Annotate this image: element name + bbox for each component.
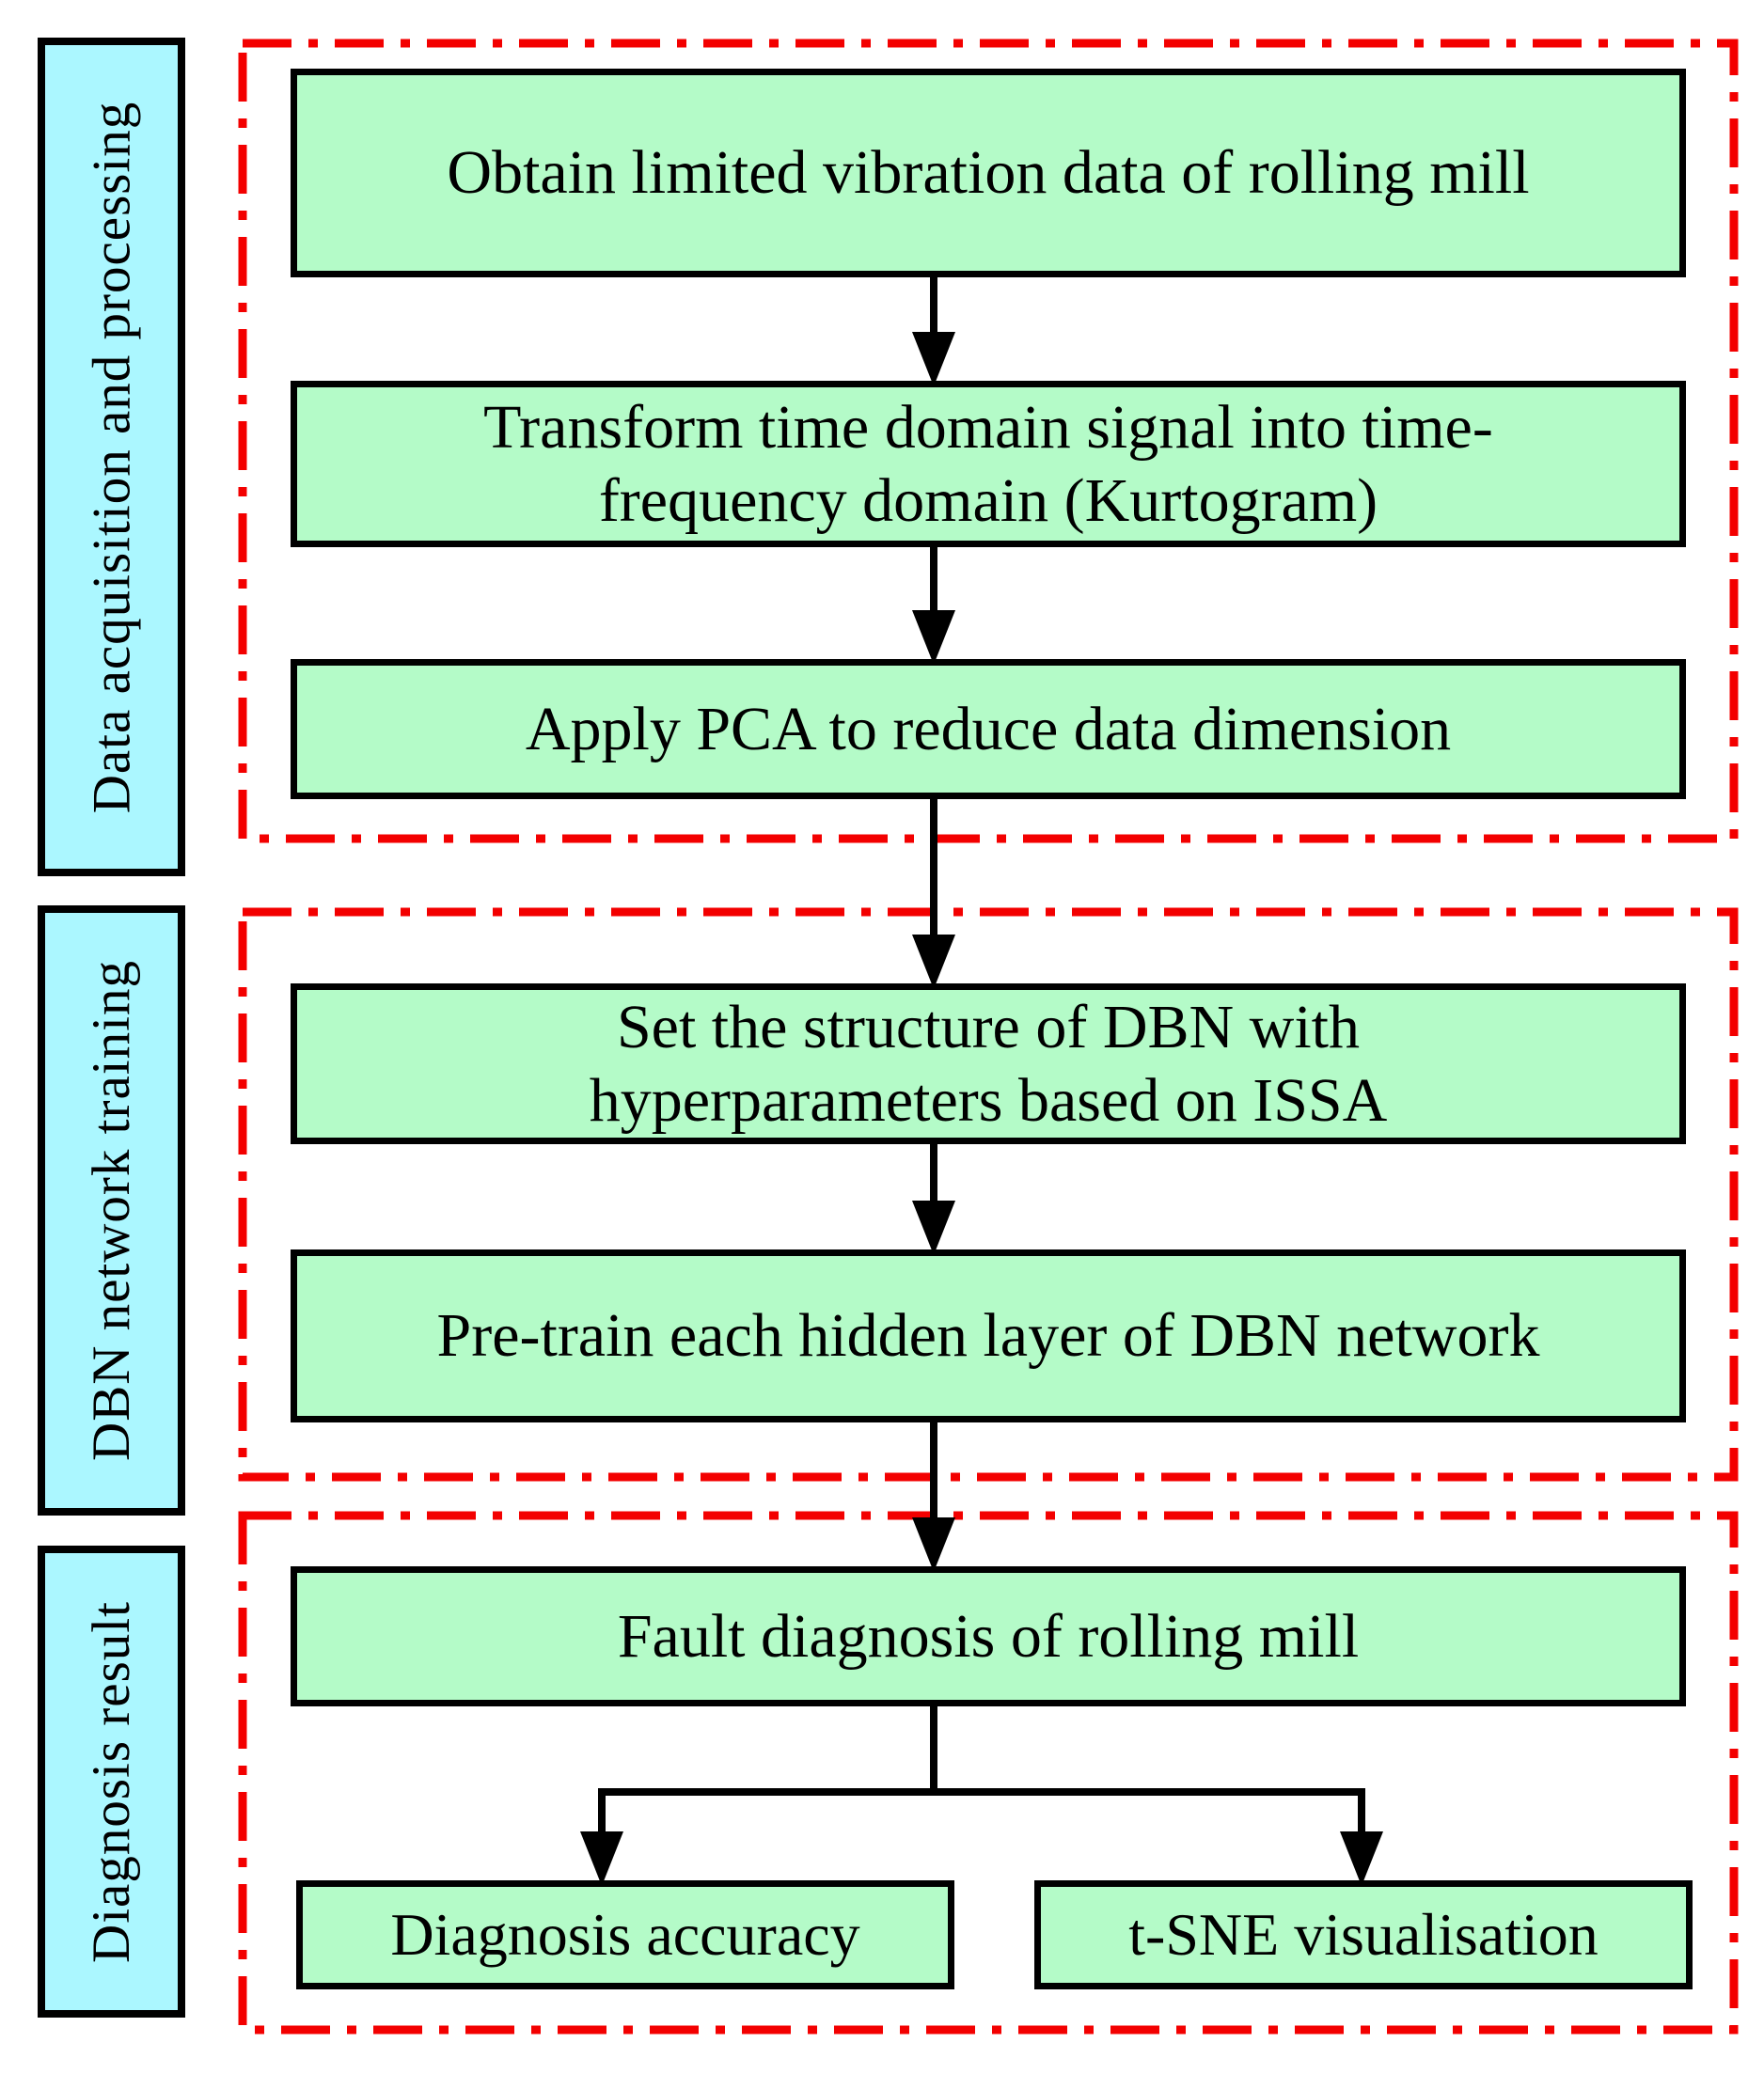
arrowhead — [912, 1517, 955, 1572]
arrow-pca-to-structure — [912, 795, 955, 989]
arrow-fault-split — [580, 1703, 1383, 1886]
step-pretrain-hidden-layers: Pre-train each hidden layer of DBN netwo… — [291, 1249, 1686, 1422]
step-text: t-SNE visualisation — [1128, 1901, 1599, 1969]
step-text: frequency domain (Kurtogram) — [598, 465, 1378, 535]
side-label-text: Diagnosis result — [82, 1600, 142, 1963]
step-transform-kurtogram: Transform time domain signal into time- … — [291, 381, 1686, 547]
step-text: Diagnosis accuracy — [390, 1901, 860, 1969]
step-text: hyperparameters based on ISSA — [589, 1065, 1388, 1135]
arrowhead — [912, 1201, 955, 1255]
arrowhead — [912, 610, 955, 665]
step-diagnosis-accuracy: Diagnosis accuracy — [296, 1880, 954, 1989]
step-text: Set the structure of DBN with — [616, 992, 1361, 1061]
arrow-structure-to-pretrain — [912, 1140, 955, 1255]
section-border-diagnosis-result — [238, 1511, 1739, 2035]
arrow-obtain-to-transform — [912, 274, 955, 386]
step-text: Pre-train each hidden layer of DBN netwo… — [436, 1301, 1540, 1371]
step-text: Transform time domain signal into time- — [483, 392, 1493, 462]
step-text: Fault diagnosis of rolling mill — [617, 1601, 1360, 1671]
arrowhead — [1340, 1831, 1383, 1886]
step-fault-diagnosis: Fault diagnosis of rolling mill — [291, 1566, 1686, 1706]
side-label-dbn-training: DBN network training — [38, 905, 185, 1516]
arrowhead — [912, 332, 955, 386]
side-label-text: DBN network training — [82, 960, 142, 1461]
arrowhead — [912, 935, 955, 989]
section-border-data-acquisition — [238, 39, 1739, 843]
step-tsne-visualisation: t-SNE visualisation — [1034, 1880, 1693, 1989]
side-label-data-acquisition: Data acquisition and processing — [38, 38, 185, 876]
step-obtain-vibration-data: Obtain limited vibration data of rolling… — [291, 69, 1686, 277]
step-set-dbn-structure: Set the structure of DBN with hyperparam… — [291, 983, 1686, 1144]
step-text: Obtain limited vibration data of rolling… — [447, 138, 1530, 208]
side-label-text: Data acquisition and processing — [82, 101, 141, 813]
step-text: Apply PCA to reduce data dimension — [525, 694, 1452, 763]
step-apply-pca: Apply PCA to reduce data dimension — [291, 659, 1686, 799]
side-label-diagnosis-result: Diagnosis result — [38, 1546, 185, 2018]
arrowhead — [580, 1831, 623, 1886]
arrow-transform-to-pca — [912, 543, 955, 665]
arrow-pretrain-to-fault — [912, 1419, 955, 1572]
section-border-dbn-training — [238, 907, 1739, 1482]
